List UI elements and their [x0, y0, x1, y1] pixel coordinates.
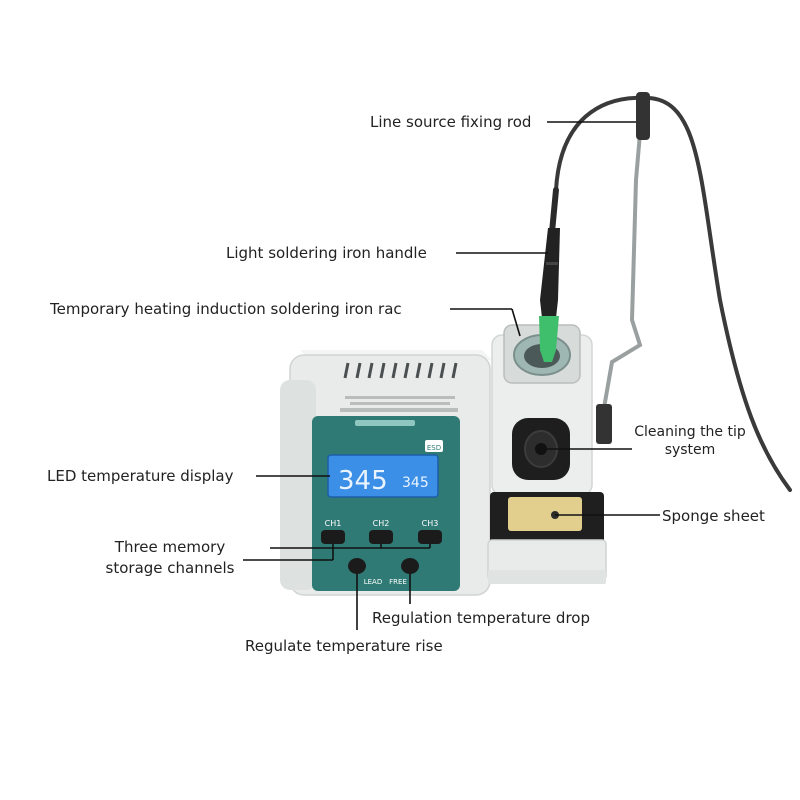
callout-led-display: LED temperature display	[47, 467, 234, 485]
lcd-main-temp: 345	[338, 466, 388, 496]
housing-side	[280, 380, 316, 590]
callout-cleaning-tip-1: Cleaning the tip	[634, 424, 746, 440]
callout-memory-channels-2: storage channels	[105, 559, 235, 577]
callout-temp-drop: Regulation temperature drop	[372, 609, 590, 627]
callout-line-source-rod: Line source fixing rod	[370, 113, 532, 131]
lead-label: LEAD	[364, 578, 383, 586]
callout-iron-rack: Temporary heating induction soldering ir…	[50, 300, 402, 318]
ch1-label: CH1	[325, 519, 342, 528]
callout-iron-handle: Light soldering iron handle	[226, 244, 427, 262]
power-cable	[554, 95, 792, 492]
callout-cleaning-tip-2: system	[664, 442, 716, 458]
rod-clip	[636, 92, 650, 140]
rod-base-clip	[596, 404, 612, 444]
iron-grip-green	[539, 316, 559, 362]
spec-print	[340, 396, 458, 412]
temp-drop-button[interactable]	[401, 558, 419, 574]
panel-header-strip	[355, 420, 415, 426]
lcd-set-temp: 345	[402, 475, 429, 491]
ch1-button[interactable]	[321, 530, 345, 544]
iron-handle	[540, 228, 560, 318]
callout-memory-channels-1: Three memory	[114, 538, 226, 556]
free-label: FREE	[389, 578, 407, 586]
callout-temp-rise: Regulate temperature rise	[245, 637, 443, 655]
temp-rise-button[interactable]	[348, 558, 366, 574]
ch3-label: CH3	[422, 519, 439, 528]
leader-lines	[243, 121, 660, 630]
ch2-label: CH2	[373, 519, 390, 528]
vent-grille	[343, 362, 458, 379]
ch3-button[interactable]	[418, 530, 442, 544]
model-badge-text: ESD	[427, 444, 441, 452]
iron-cable-top	[549, 187, 559, 235]
ch2-button[interactable]	[369, 530, 393, 544]
sponge-sheet	[508, 497, 582, 531]
callout-sponge: Sponge sheet	[662, 507, 765, 525]
model-badge	[425, 440, 443, 452]
holder-rod	[602, 108, 644, 410]
